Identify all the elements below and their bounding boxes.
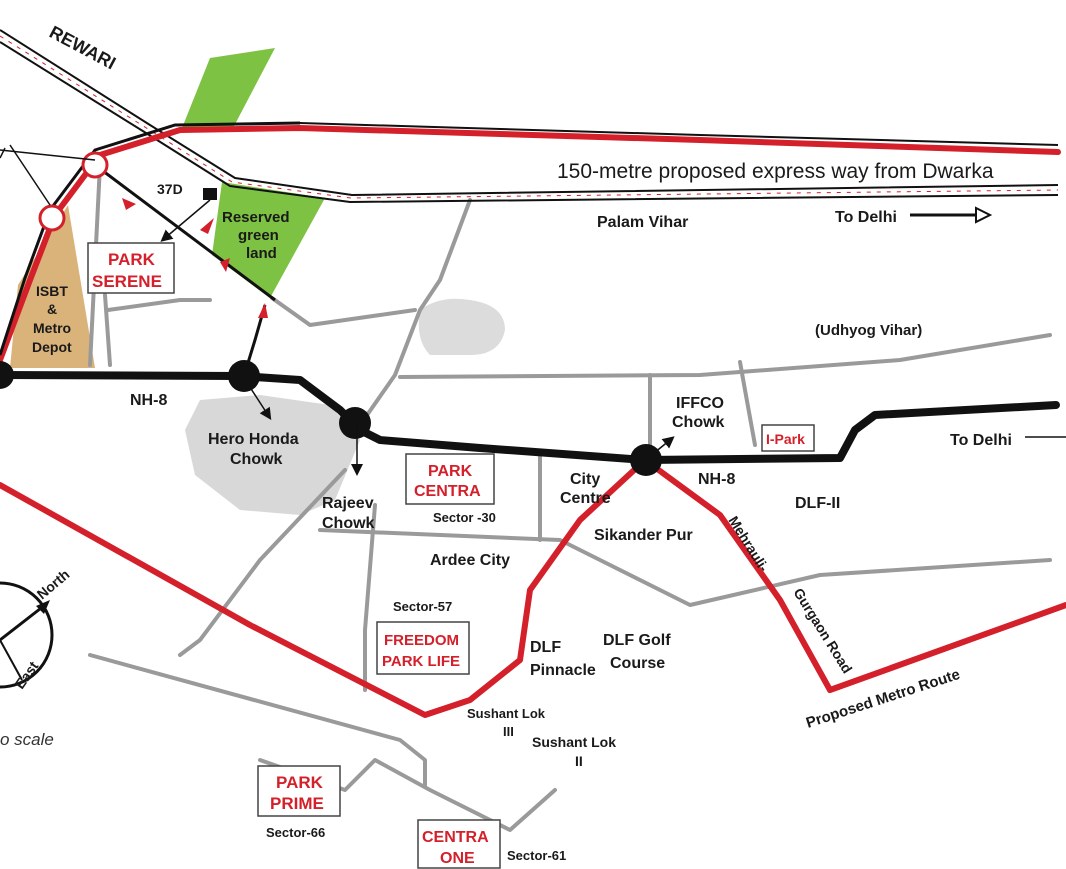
park-serene-label-2: SERENE: [92, 272, 162, 291]
park-prime-label-1: PARK: [276, 773, 324, 792]
park-centra-label-1: PARK: [428, 463, 473, 480]
local-roads: [88, 163, 1052, 832]
nh8-left-label: NH-8: [130, 392, 167, 409]
park-centra-label-2: CENTRA: [414, 483, 481, 500]
palam-vihar-label: Palam Vihar: [597, 214, 688, 231]
expressway-black-edge: [0, 121, 301, 356]
udhyog-vihar-label: (Udhyog Vihar): [815, 322, 922, 339]
dlf-pinnacle-label-2: Pinnacle: [530, 662, 596, 679]
i-park-label: I-Park: [766, 431, 805, 447]
park-centra-box[interactable]: [405, 453, 495, 505]
compass-north-label: North: [34, 566, 73, 602]
sector-30-label: Sector -30: [433, 510, 496, 525]
dlf-golf-label-1: DLF Golf: [603, 632, 671, 649]
compass: [0, 581, 54, 689]
reserved-green-land: [182, 48, 325, 298]
sector-61-label: Sector-61: [507, 848, 566, 863]
centra-one-label-1: CENTRA: [422, 829, 489, 846]
expressway-black-top: [299, 122, 1059, 146]
pointer-lines: [0, 144, 1066, 476]
isbt-label-3: Metro: [33, 320, 71, 336]
metro-route-label: Proposed Metro Route: [804, 666, 962, 732]
ardee-city-label: Ardee City: [430, 552, 510, 569]
nh8-highway: [0, 371, 1060, 464]
freedom-label-1: FREEDOM: [384, 632, 459, 649]
centra-one-box[interactable]: [417, 819, 501, 869]
metro-route-mg-road: [642, 457, 1066, 693]
to-delhi-right-label: To Delhi: [950, 432, 1012, 449]
park-serene-label-1: PARK: [108, 250, 156, 269]
park-serene-box[interactable]: [87, 242, 175, 294]
sector-66-label: Sector-66: [266, 825, 325, 840]
hero-honda-label-2: Chowk: [230, 451, 283, 468]
grey-blob-area: [418, 298, 505, 355]
scale-note-label: o scale: [0, 730, 54, 749]
isbt-label-2: &: [47, 301, 57, 317]
rajeev-label-1: Rajeev: [322, 495, 374, 512]
roundabout-left: [38, 204, 66, 232]
reserved-label-1: Reserved: [222, 209, 290, 226]
rajeev-label-2: Chowk: [322, 515, 375, 532]
compass-east-label: East: [11, 658, 41, 692]
to-delhi-arrow: [910, 206, 993, 224]
isbt-metro-depot-area: [10, 205, 95, 368]
reserved-label-2: green: [238, 227, 279, 244]
i-park-box[interactable]: [761, 424, 815, 452]
freedom-label-2: PARK LIFE: [382, 653, 460, 670]
west-junction: [0, 361, 14, 389]
sushant-ii-label-1: Sushant Lok: [532, 734, 616, 750]
sector-57-label: Sector-57: [393, 599, 452, 614]
iffco-label-1: IFFCO: [676, 395, 724, 412]
centra-one-label-2: ONE: [440, 850, 475, 867]
hero-honda-area: [185, 395, 360, 515]
37d-label: 37D: [157, 181, 183, 197]
dlf-pinnacle-label-1: DLF: [530, 639, 561, 656]
dlf-golf-label-2: Course: [610, 655, 665, 672]
37d-marker: [203, 188, 217, 200]
metro-route-west: [0, 457, 648, 718]
park-prime-label-2: PRIME: [270, 794, 324, 813]
iffco-label-2: Chowk: [672, 414, 725, 431]
hero-honda-label-1: Hero Honda: [208, 431, 299, 448]
rajeev-junction[interactable]: [339, 407, 371, 439]
roundabout-top: [81, 151, 109, 179]
park-prime-box[interactable]: [257, 765, 341, 817]
city-centre-label-1: City: [570, 471, 600, 488]
expressway-label: 150-metre proposed express way from Dwar…: [557, 160, 994, 183]
mg-road-label-1: Mehrauli-: [725, 513, 772, 575]
rewari-road: [0, 29, 1059, 204]
hero-honda-junction[interactable]: [228, 360, 260, 392]
iffco-junction[interactable]: [630, 444, 662, 476]
dlf-ii-label: DLF-II: [795, 495, 840, 512]
link-road: [94, 163, 276, 302]
sushant-iii-label-2: III: [503, 724, 514, 739]
sushant-ii-label-2: II: [575, 753, 583, 769]
sushant-iii-label-1: Sushant Lok: [467, 706, 546, 721]
expressway-line: [0, 125, 1061, 363]
freedom-park-life-box[interactable]: [376, 621, 470, 675]
isbt-label-1: ISBT: [36, 283, 68, 299]
isbt-label-4: Depot: [32, 339, 72, 355]
city-centre-label-2: Centre: [560, 490, 611, 507]
to-delhi-top-label: To Delhi: [835, 209, 897, 226]
nh8-right-label: NH-8: [698, 471, 735, 488]
reserved-label-3: land: [246, 245, 277, 262]
sikander-pur-label: Sikander Pur: [594, 527, 693, 544]
